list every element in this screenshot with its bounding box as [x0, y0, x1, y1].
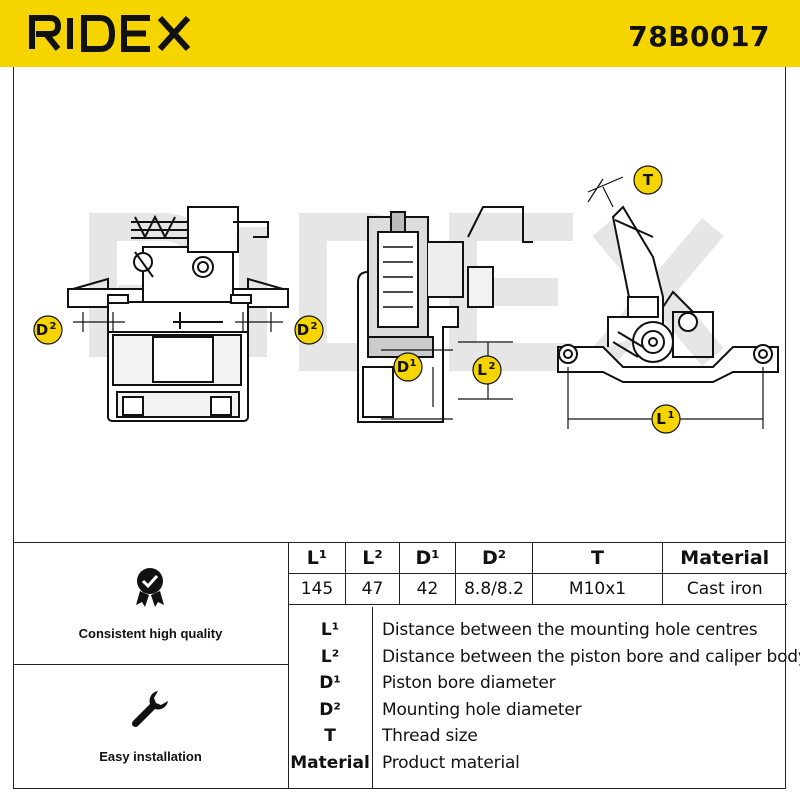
spec-value-d2: 8.8/8.2 [455, 573, 533, 605]
spec-header-d2: D² [455, 543, 533, 574]
spec-value-material: Cast iron [662, 573, 787, 605]
svg-text:D: D [397, 358, 409, 376]
section-divider [13, 542, 786, 543]
spec-value-row: 145 47 42 8.8/8.2 M10x1 Cast iron [288, 573, 787, 605]
l1-callout: L 1 [651, 404, 681, 434]
l2-callout: L 2 [472, 355, 502, 385]
legend-description: Product material [382, 752, 520, 773]
d2-left-callout: D 2 [33, 315, 63, 345]
svg-text:2: 2 [311, 321, 318, 332]
legend-row: T Thread size [288, 723, 786, 750]
spec-header-d1: D¹ [399, 543, 456, 574]
legend-key: D¹ [319, 673, 341, 693]
svg-text:L: L [477, 361, 487, 379]
caliper-front-view [67, 206, 289, 422]
legend-row: L¹ Distance between the mounting hole ce… [288, 617, 786, 644]
svg-text:D: D [297, 321, 309, 339]
feature-installation: Easy installation [13, 665, 288, 787]
d2-dimension-lines [73, 312, 283, 332]
spec-value-t: M10x1 [532, 573, 663, 605]
legend-key: L² [320, 646, 340, 667]
feature-divider [13, 664, 288, 665]
t-callout: T [633, 165, 663, 195]
legend-description: Thread size [382, 726, 478, 746]
feature-installation-label: Easy installation [99, 749, 202, 764]
spec-header-material: Material [662, 543, 787, 574]
spec-header-l1: L¹ [288, 543, 346, 574]
legend-description: Distance between the piston bore and cal… [382, 646, 800, 667]
spec-header-row: L¹ L² D¹ D² T Material [288, 543, 787, 574]
dimension-legend: L¹ Distance between the mounting hole ce… [288, 617, 800, 777]
legend-description: Mounting hole diameter [382, 699, 582, 720]
ridex-logo [29, 15, 191, 52]
caliper-top-view [557, 205, 779, 383]
spec-header-t: T [532, 543, 663, 574]
legend-key: Material [290, 752, 370, 773]
svg-text:1: 1 [410, 358, 417, 369]
d1-callout: D 1 [393, 352, 423, 382]
d2-right-callout: D 2 [294, 315, 324, 345]
svg-text:1: 1 [668, 410, 675, 421]
feature-quality: Consistent high quality [13, 543, 288, 665]
svg-text:2: 2 [50, 321, 57, 332]
legend-divider [372, 607, 373, 789]
legend-description: Piston bore diameter [382, 673, 556, 693]
feature-quality-label: Consistent high quality [78, 626, 223, 641]
legend-row: D¹ Piston bore diameter [288, 670, 786, 697]
spec-table: L¹ L² D¹ D² T Material 145 47 42 8.8/8.2… [288, 543, 787, 605]
caliper-technical-drawing: D 2 D 2 D 1 L 2 T L 1 [33, 165, 779, 434]
part-number: 78B0017 [628, 20, 770, 53]
header-bar: 78B0017 [0, 0, 800, 67]
content-frame [13, 67, 786, 789]
spec-value-d1: 42 [399, 573, 456, 605]
l1-t-dimension-lines [567, 176, 764, 429]
legend-row: D² Mounting hole diameter [288, 697, 786, 724]
legend-row: L² Distance between the piston bore and … [288, 644, 800, 671]
legend-key: D² [319, 699, 341, 720]
legend-key: T [324, 726, 336, 746]
features-panel: Consistent high quality Easy installatio… [13, 543, 289, 789]
svg-text:L: L [656, 410, 666, 428]
quality-check-icon [136, 568, 164, 607]
legend-key: L¹ [320, 620, 340, 640]
legend-row: Material Product material [288, 750, 786, 777]
svg-text:2: 2 [489, 361, 496, 372]
svg-text:D: D [36, 321, 48, 339]
wrench-icon [131, 691, 168, 728]
svg-text:T: T [643, 171, 654, 189]
spec-header-l2: L² [345, 543, 400, 574]
legend-description: Distance between the mounting hole centr… [382, 620, 758, 640]
spec-value-l2: 47 [345, 573, 400, 605]
spec-value-l1: 145 [288, 573, 346, 605]
